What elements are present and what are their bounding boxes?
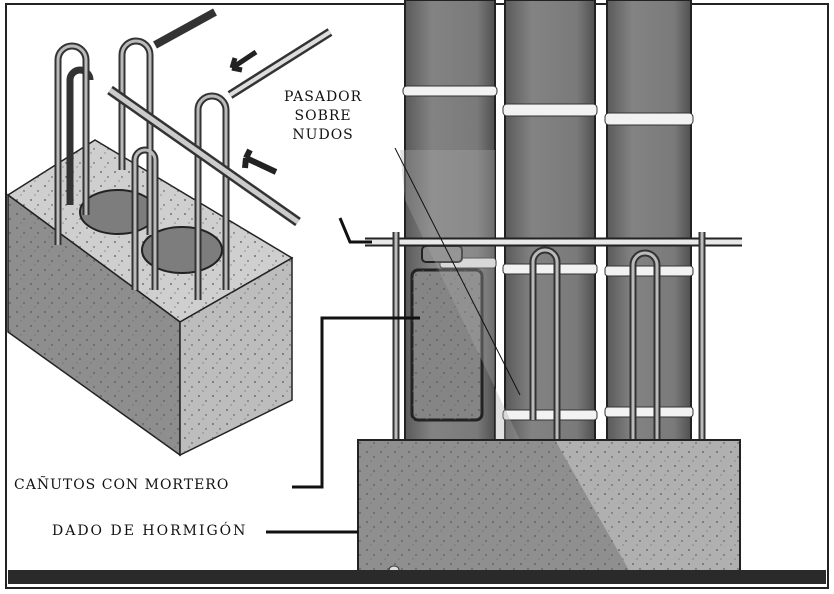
cavity-2 [141, 226, 223, 274]
bamboo-column-2 [504, 0, 596, 441]
label-dado: DADO DE HORMIGÓN [52, 523, 248, 539]
arrow-icon [242, 148, 278, 175]
concrete-dado [357, 439, 741, 575]
bamboo-column-3 [606, 0, 692, 441]
label-pasador-line-1: PASADOR [284, 89, 363, 105]
ground-bar [8, 570, 826, 584]
label-pasador-line-3: NUDOS [292, 127, 354, 143]
cavity-1 [79, 189, 157, 235]
leader-lines [266, 147, 521, 534]
arrow-icon [229, 49, 258, 73]
label-pasador-line-2: SOBRE [294, 108, 352, 124]
concrete-block-inset [6, 8, 333, 457]
label-canutos: CAÑUTOS CON MORTERO [14, 477, 230, 493]
label-pasador: PASADOR SOBRE NUDOS [284, 88, 362, 145]
bamboo-nodes [402, 85, 694, 421]
bamboo-columns [400, 0, 694, 441]
